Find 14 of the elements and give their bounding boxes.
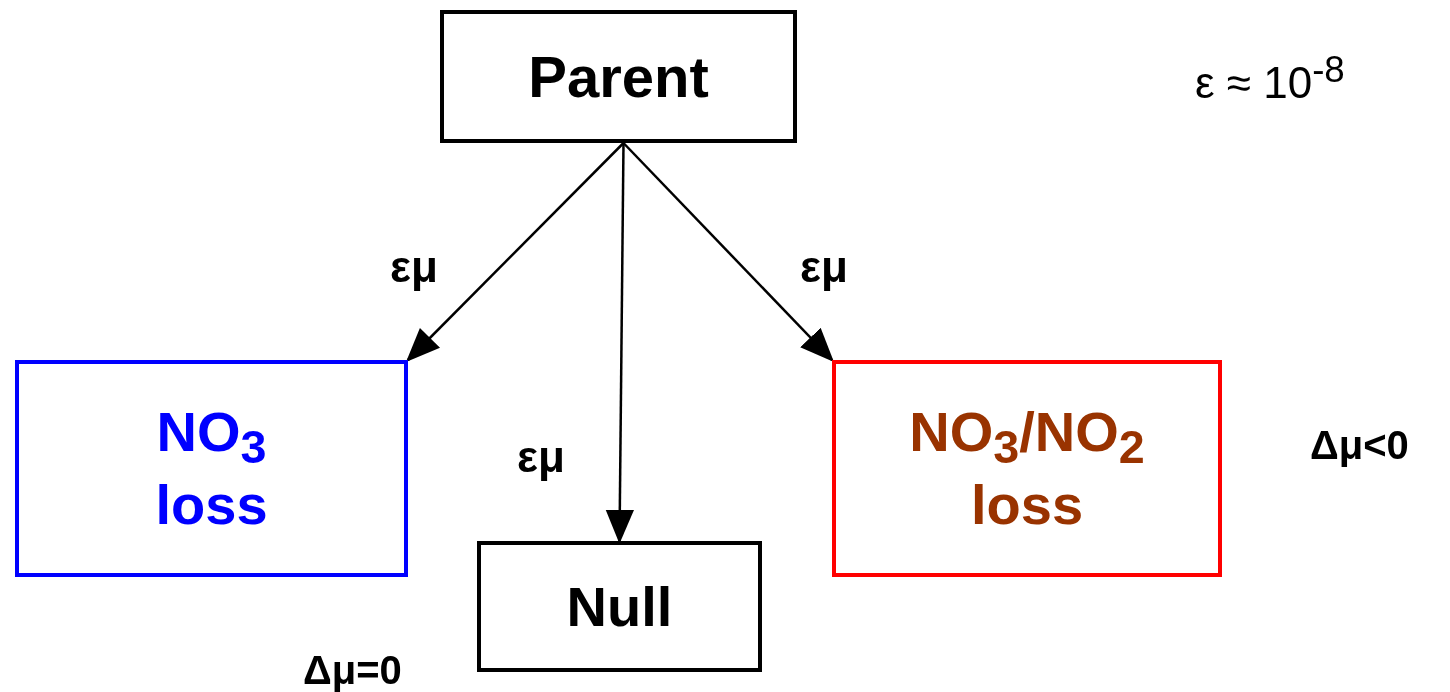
- process-box: [832, 360, 1222, 577]
- annotation-text: Δμ=0: [303, 650, 402, 690]
- node-label: Parent: [528, 44, 709, 109]
- process-box: [440, 10, 797, 143]
- process-box: [477, 541, 762, 672]
- arrow: [406, 142, 625, 362]
- arrow: [605, 143, 634, 544]
- node-label: NO$_{3}$/NO$_{2}$ loss: [908, 401, 1146, 536]
- arrow: [622, 142, 834, 363]
- process-box: [15, 360, 408, 577]
- node-label: NO$_{3}$ loss: [154, 401, 269, 536]
- formula-text: ε ≈ 10$^{-8}$: [1195, 52, 1345, 105]
- node-label: Null: [566, 575, 673, 638]
- annotation-text: Δμ<0: [1310, 425, 1409, 465]
